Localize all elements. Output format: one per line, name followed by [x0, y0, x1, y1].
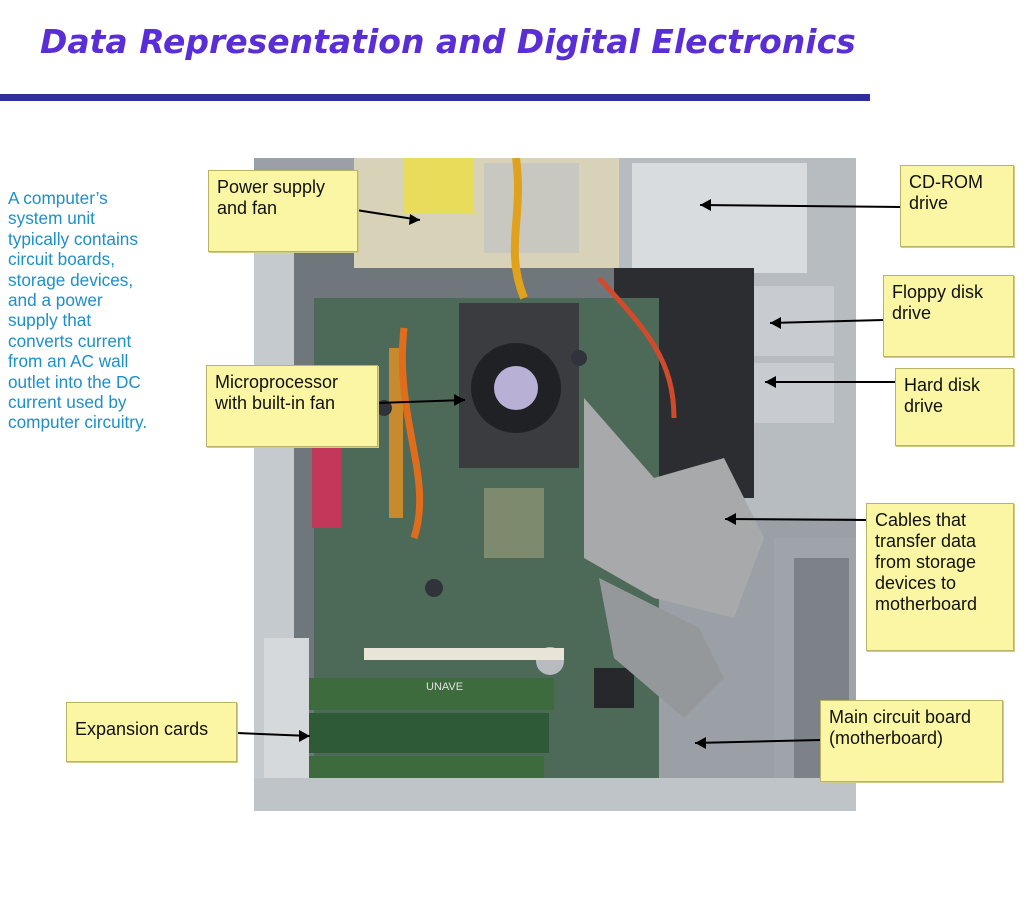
description-line: circuit boards, [8, 249, 115, 270]
expansion-card [294, 678, 554, 710]
callout-line: drive [909, 193, 949, 213]
callout-line: drive [892, 303, 932, 323]
system-unit-description: A computer’s system unit typically conta… [8, 188, 188, 433]
description-line: from an AC wall [8, 351, 129, 372]
description-line: and a power [8, 290, 103, 311]
description-line: computer circuitry. [8, 412, 148, 433]
description-line: storage devices, [8, 269, 134, 290]
page-title: Data Representation and Digital Electron… [40, 22, 856, 61]
chipset [594, 668, 634, 708]
callout-cables: Cables that transfer data from storage d… [866, 503, 1014, 651]
leader-line-motherboard [694, 739, 821, 744]
arrowhead [454, 394, 465, 406]
cpu-fan-hub [494, 366, 538, 410]
arrowhead [695, 737, 706, 749]
pci-slot [364, 648, 564, 660]
callout-line: from storage [875, 552, 977, 572]
power-cable-bundle [398, 327, 424, 540]
power-cable-bundle [510, 158, 528, 300]
callout-line: Expansion cards [75, 719, 209, 739]
leader-line-cd-rom [699, 204, 901, 208]
capacitor [571, 350, 587, 366]
power-supply-vent [484, 163, 579, 253]
callout-line: Microprocessor [215, 372, 339, 392]
arrowhead [765, 376, 776, 388]
callout-floppy-disk: Floppy disk drive [883, 275, 1014, 357]
callout-hard-disk: Hard disk drive [895, 368, 1014, 446]
leader-line-cables [724, 518, 867, 521]
callout-line: Cables that [875, 510, 967, 530]
callout-microprocessor: Microprocessor with built-in fan [206, 365, 378, 447]
power-supply-label [404, 158, 474, 213]
northbridge-heatsink [484, 488, 544, 558]
callout-line: transfer data [875, 531, 977, 551]
capacitor [376, 400, 392, 416]
arrowhead [700, 199, 711, 211]
description-line: converts current [8, 330, 132, 351]
callout-line: motherboard [875, 594, 978, 614]
ram-slot [389, 348, 403, 518]
callout-line: (motherboard) [829, 728, 944, 748]
cd-rom-bay [632, 163, 807, 273]
system-unit-photo: UNAVE [254, 158, 856, 811]
description-line: A computer’s [8, 188, 108, 208]
io-ports [312, 438, 342, 528]
arrowhead [725, 513, 736, 525]
capacitor [425, 579, 443, 597]
ribbon-cable [599, 578, 724, 718]
title-underline [0, 94, 870, 101]
callout-line: Power supply [217, 177, 326, 197]
description-line: supply that [8, 310, 92, 331]
chassis-floor [254, 778, 856, 811]
description-line: outlet into the DC [8, 371, 141, 392]
callout-power-supply: Power supply and fan [208, 170, 358, 252]
power-cable-bundle [597, 276, 677, 419]
callout-motherboard: Main circuit board (motherboard) [820, 700, 1003, 782]
callout-line: CD-ROM [909, 172, 983, 192]
arrowhead [299, 730, 310, 742]
arrowhead [409, 214, 420, 225]
arrowhead [770, 317, 781, 329]
callout-line: devices to [875, 573, 957, 593]
leader-line-expansion [236, 732, 311, 737]
callout-expansion-cards: Expansion cards [66, 702, 237, 762]
callout-line: drive [904, 396, 944, 416]
callout-line: Main circuit board [829, 707, 972, 727]
description-line: current used by [8, 392, 127, 413]
leader-line-microprocessor [377, 399, 466, 404]
leader-line-power-supply [355, 209, 421, 221]
callout-line: Floppy disk [892, 282, 984, 302]
expansion-card [294, 756, 544, 778]
callout-line: and fan [217, 198, 278, 218]
card-brand-text: UNAVE [426, 681, 463, 693]
description-line: system unit [8, 208, 95, 229]
description-line: typically contains [8, 228, 138, 249]
expansion-card [294, 713, 549, 753]
ribbon-cable [584, 398, 764, 618]
callout-line: with built-in fan [215, 393, 336, 413]
leader-line-floppy [769, 319, 884, 324]
callout-line: Hard disk [904, 375, 981, 395]
callout-cd-rom: CD-ROM drive [900, 165, 1014, 247]
